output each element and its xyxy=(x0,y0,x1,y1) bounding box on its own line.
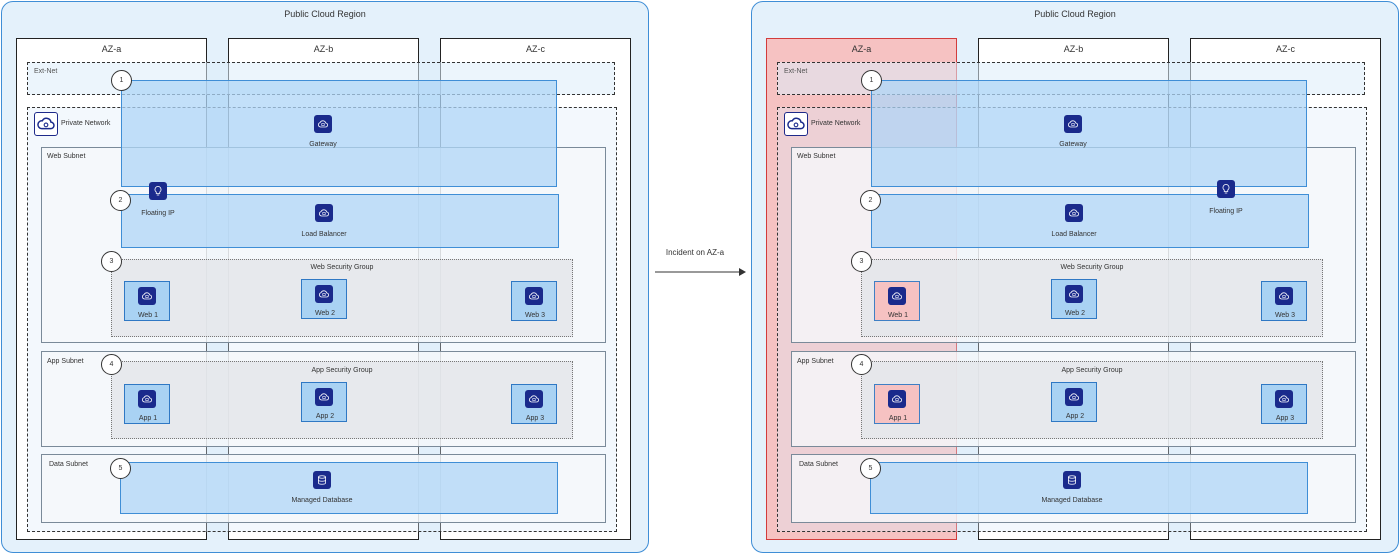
step-marker-2: 2 xyxy=(860,190,881,211)
step-marker-5: 5 xyxy=(110,458,131,479)
app-1-label: App 1 xyxy=(138,415,158,422)
server-icon xyxy=(315,388,333,406)
web-security-group-title: Web Security Group xyxy=(310,264,374,271)
load-balancer-box[interactable] xyxy=(121,194,559,248)
az-a-title: AZ-a xyxy=(851,44,872,54)
az-b-title: AZ-b xyxy=(1063,44,1084,54)
private-network-label: Private Network xyxy=(61,120,111,127)
web-3-label: Web 3 xyxy=(1274,312,1296,319)
web-1-server-failed[interactable]: Web 1 xyxy=(874,281,920,321)
app-1-label: App 1 xyxy=(888,415,908,422)
load-balancer-box[interactable] xyxy=(871,194,1309,248)
gateway-box[interactable] xyxy=(871,80,1307,187)
server-icon xyxy=(888,390,906,408)
web-3-server[interactable]: Web 3 xyxy=(511,281,557,321)
step-marker-5: 5 xyxy=(860,458,881,479)
web-3-label: Web 3 xyxy=(524,312,546,319)
web-1-label: Web 1 xyxy=(137,312,159,319)
data-subnet-label: Data Subnet xyxy=(799,461,838,468)
web-2-label: Web 2 xyxy=(314,310,336,317)
private-network-icon xyxy=(34,112,58,136)
load-balancer-label: Load Balancer xyxy=(301,231,347,238)
server-icon xyxy=(888,287,906,305)
server-icon xyxy=(525,390,543,408)
web-2-server[interactable]: Web 2 xyxy=(1051,279,1097,319)
app-2-label: App 2 xyxy=(315,413,335,420)
app-3-server[interactable]: App 3 xyxy=(511,384,557,424)
incident-label: Incident on AZ-a xyxy=(665,248,725,257)
ext-net-label: Ext-Net xyxy=(784,68,808,75)
database-icon xyxy=(313,471,331,489)
step-marker-3: 3 xyxy=(101,251,122,272)
transition-arrow xyxy=(655,268,746,276)
region-title: Public Cloud Region xyxy=(284,9,366,19)
web-security-group-title: Web Security Group xyxy=(1060,264,1124,271)
step-marker-4: 4 xyxy=(851,354,872,375)
step-marker-1: 1 xyxy=(861,70,882,91)
managed-database-box[interactable] xyxy=(120,462,558,514)
server-icon xyxy=(1065,388,1083,406)
database-label: Managed Database xyxy=(1041,497,1103,504)
data-subnet-label: Data Subnet xyxy=(49,461,88,468)
step-marker-1: 1 xyxy=(111,70,132,91)
floating-ip-icon[interactable] xyxy=(149,182,167,200)
database-icon xyxy=(1063,471,1081,489)
floating-ip-label: Floating IP xyxy=(1209,208,1243,215)
web-1-server[interactable]: Web 1 xyxy=(124,281,170,321)
panel-before: Public Cloud Region AZ-a AZ-b AZ-c Ext-N… xyxy=(0,0,650,554)
server-icon xyxy=(138,390,156,408)
server-icon xyxy=(525,287,543,305)
load-balancer-icon xyxy=(315,204,333,222)
web-2-server[interactable]: Web 2 xyxy=(301,279,347,319)
web-subnet-label: Web Subnet xyxy=(47,153,86,160)
floating-ip-label: Floating IP xyxy=(141,210,175,217)
app-2-server[interactable]: App 2 xyxy=(301,382,347,422)
gateway-box[interactable] xyxy=(121,80,557,187)
web-subnet-label: Web Subnet xyxy=(797,153,836,160)
managed-database-box[interactable] xyxy=(870,462,1308,514)
app-subnet-label: App Subnet xyxy=(47,358,84,365)
server-icon xyxy=(1065,285,1083,303)
gateway-icon xyxy=(314,115,332,133)
app-security-group-title: App Security Group xyxy=(1061,367,1123,374)
app-1-server-failed[interactable]: App 1 xyxy=(874,384,920,424)
database-label: Managed Database xyxy=(291,497,353,504)
ext-net-label: Ext-Net xyxy=(34,68,58,75)
region-title: Public Cloud Region xyxy=(1034,9,1116,19)
app-2-server[interactable]: App 2 xyxy=(1051,382,1097,422)
load-balancer-icon xyxy=(1065,204,1083,222)
gateway-label: Gateway xyxy=(1059,141,1087,148)
panel-after: Public Cloud Region AZ-a AZ-b AZ-c Ext-N… xyxy=(750,0,1400,554)
server-icon xyxy=(138,287,156,305)
server-icon xyxy=(315,285,333,303)
private-network-label: Private Network xyxy=(811,120,861,127)
gateway-icon xyxy=(1064,115,1082,133)
app-security-group-title: App Security Group xyxy=(311,367,373,374)
web-1-label: Web 1 xyxy=(887,312,909,319)
step-marker-4: 4 xyxy=(101,354,122,375)
step-marker-2: 2 xyxy=(110,190,131,211)
server-icon xyxy=(1275,390,1293,408)
app-2-label: App 2 xyxy=(1065,413,1085,420)
web-2-label: Web 2 xyxy=(1064,310,1086,317)
web-3-server[interactable]: Web 3 xyxy=(1261,281,1307,321)
app-3-label: App 3 xyxy=(1275,415,1295,422)
app-3-label: App 3 xyxy=(525,415,545,422)
gateway-label: Gateway xyxy=(309,141,337,148)
az-a-title: AZ-a xyxy=(101,44,122,54)
server-icon xyxy=(1275,287,1293,305)
floating-ip-icon[interactable] xyxy=(1217,180,1235,198)
private-network-icon xyxy=(784,112,808,136)
app-subnet-label: App Subnet xyxy=(797,358,834,365)
app-3-server[interactable]: App 3 xyxy=(1261,384,1307,424)
az-c-title: AZ-c xyxy=(526,44,545,54)
load-balancer-label: Load Balancer xyxy=(1051,231,1097,238)
az-b-title: AZ-b xyxy=(313,44,334,54)
app-1-server[interactable]: App 1 xyxy=(124,384,170,424)
az-c-title: AZ-c xyxy=(1276,44,1295,54)
step-marker-3: 3 xyxy=(851,251,872,272)
